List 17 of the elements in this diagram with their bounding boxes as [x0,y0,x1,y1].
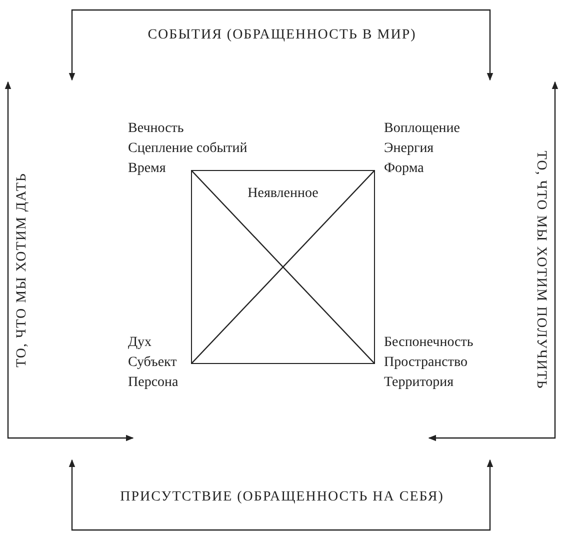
caption-text: ТО, ЧТО МЫ ХОТИМ ДАТЬ [14,172,30,368]
crossed-square [191,170,375,364]
term-label: Воплощение [384,120,460,137]
term-label: Сцепление событий [128,140,248,157]
term-label: Беспонечность [384,334,474,351]
caption-text: ПРИСУТСТВИЕ (ОБРАЩЕННОСТЬ НА СЕБЯ) [120,488,444,506]
term-label: Время [128,160,166,177]
caption-text: ТО, ЧТО МЫ ХОТИМ ПОЛУЧИТЬ [532,150,550,390]
term-label: Персона [128,374,178,391]
term-label: Дух [128,334,152,351]
term-label: Энергия [384,140,434,157]
term-label: Пространство [384,354,468,371]
term-label: Субъект [128,354,177,371]
caption-text: СОБЫТИЯ (ОБРАЩЕННОСТЬ В МИР) [148,26,416,44]
term-label: Территория [384,374,454,391]
term-label: Форма [384,160,424,177]
term-label: Вечность [128,120,184,137]
